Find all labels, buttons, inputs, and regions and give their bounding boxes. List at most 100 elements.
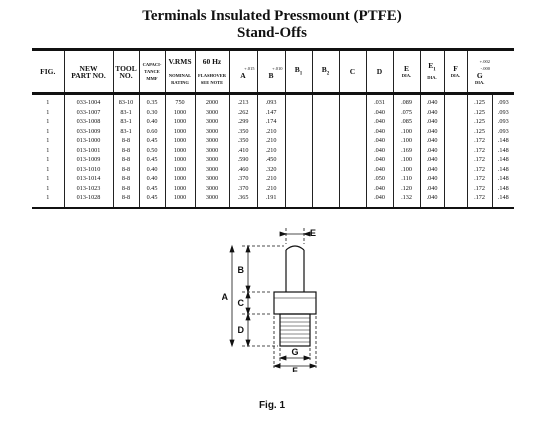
table-cell: 3000	[194, 126, 229, 136]
table-cell: 1000	[164, 155, 195, 165]
table-cell: 0.45	[138, 193, 165, 208]
table-cell: .148	[491, 145, 514, 155]
dim-label-d: D	[238, 325, 245, 335]
table-cell	[443, 164, 467, 174]
table-cell	[443, 145, 467, 155]
table-cell: .040	[365, 107, 393, 117]
table-cell	[338, 126, 366, 136]
table-cell: 013-1009	[63, 155, 113, 165]
table-cell: 83-1	[112, 126, 139, 136]
table-cell: .040	[419, 93, 444, 108]
collar-outline	[273, 291, 317, 315]
table-cell: 83-10	[112, 93, 139, 108]
table-cell: 1	[46, 108, 50, 116]
header-b1: B1	[284, 49, 312, 94]
table-cell	[311, 93, 339, 108]
table-cell	[311, 183, 339, 193]
standoff-diagram: A B C D E G F	[222, 228, 318, 372]
table-cell: 1000	[164, 183, 195, 193]
page-subtitle: Stand-Offs	[236, 25, 307, 41]
table-cell: 1000	[164, 136, 195, 146]
table-cell: .148	[491, 164, 514, 174]
table-cell: .125	[466, 93, 492, 108]
table-cell: .031	[365, 93, 393, 108]
table-cell: 3000	[194, 155, 229, 165]
table-cell	[338, 183, 366, 193]
table-cell: 013-1001	[63, 145, 113, 155]
table-cell: .100	[392, 164, 420, 174]
table-cell	[443, 136, 467, 146]
table-cell: 3000	[194, 145, 229, 155]
table-cell: 1	[46, 194, 50, 201]
table-cell: 0.40	[138, 164, 165, 174]
table-cell: 013-1028	[63, 193, 113, 208]
table-cell	[443, 107, 467, 117]
table-cell: 1000	[164, 193, 195, 208]
table-cell: .040	[419, 107, 444, 117]
table-cell: .370	[228, 174, 257, 184]
dim-label-c: C	[238, 298, 245, 308]
table-cell: .320	[256, 164, 285, 174]
table-cell	[338, 155, 366, 165]
table-cell: 1	[46, 175, 50, 182]
table-cell: .075	[392, 107, 420, 117]
table-cell: 0.40	[138, 117, 165, 127]
table-cell: .172	[466, 193, 492, 208]
table-cell	[311, 126, 339, 136]
table-cell: .210	[256, 126, 285, 136]
table-cell: 1	[46, 146, 50, 154]
table-cell: .093	[491, 93, 514, 108]
table-cell	[338, 174, 366, 184]
table-cell: .100	[392, 136, 420, 146]
table-cell: 3000	[194, 193, 229, 208]
table-cell: 0.50	[138, 145, 165, 155]
table-cell: .040	[419, 174, 444, 184]
table-cell: 8-8	[112, 183, 139, 193]
table-cell: .040	[365, 136, 393, 146]
table-cell	[284, 107, 312, 117]
table-cell: 1	[46, 118, 50, 125]
table-cell: .210	[256, 174, 285, 184]
table-cell	[311, 136, 339, 146]
table-cell: .590	[228, 155, 257, 165]
table-cell: .213	[228, 93, 257, 108]
table-cell: 8-8	[112, 155, 139, 165]
header-b2: B2	[311, 49, 339, 94]
table-cell: .132	[392, 193, 420, 208]
table-cell: .365	[228, 193, 257, 208]
table-cell: 1	[46, 137, 50, 144]
table-cell: .040	[365, 183, 393, 193]
table-cell: 8-8	[112, 193, 139, 208]
table-cell	[284, 145, 312, 155]
table-cell: 3000	[194, 117, 229, 127]
table-cell: .040	[419, 193, 444, 208]
table-cell: .148	[491, 155, 514, 165]
page-title: Terminals Insulated Pressmount (PTFE)	[142, 8, 402, 24]
table-cell: .172	[466, 183, 492, 193]
table-cell: .125	[466, 107, 492, 117]
table-cell: 013-1014	[63, 174, 113, 184]
table-cell: .172	[466, 145, 492, 155]
table-cell: 1	[46, 165, 50, 173]
table-cell: .350	[228, 136, 257, 146]
table-cell: 033-1007	[63, 107, 113, 117]
table-cell: 1000	[164, 164, 195, 174]
table-cell	[443, 193, 467, 208]
table-cell: 0.60	[138, 126, 165, 136]
table-cell	[443, 126, 467, 136]
table-cell: .089	[392, 93, 420, 108]
table-cell	[338, 93, 366, 108]
